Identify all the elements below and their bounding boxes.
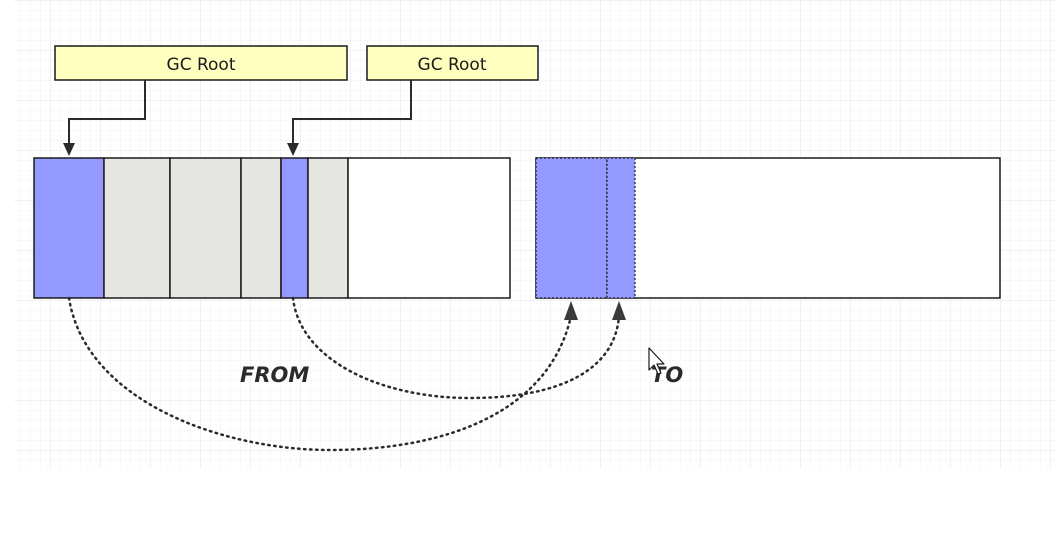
- from-block-dead-1: [103, 157, 171, 299]
- from-block-empty: [347, 157, 511, 299]
- copy-arrow-1: [67, 296, 573, 452]
- mouse-pointer-icon: [648, 347, 665, 375]
- to-block-live-1: [535, 157, 608, 299]
- gc-root-box-2: GC Root: [366, 45, 539, 81]
- from-block-dead-3: [240, 157, 282, 299]
- gc-root-label-1: GC Root: [167, 55, 236, 75]
- copy-arrow-2: [291, 296, 621, 400]
- gc-root-arrowhead-1: [63, 143, 75, 156]
- from-block-dead-2: [169, 157, 242, 299]
- from-block-dead-4: [307, 157, 349, 299]
- from-space-label: FROM: [240, 363, 309, 387]
- gc-root-reference-arrow-2: [292, 80, 412, 153]
- from-block-live-1: [33, 157, 105, 299]
- from-block-live-2: [280, 157, 309, 299]
- gc-root-reference-arrow-1: [68, 80, 146, 153]
- to-block-live-2: [606, 157, 636, 299]
- gc-root-label-2: GC Root: [418, 55, 487, 75]
- gc-root-arrowhead-2: [287, 143, 299, 156]
- to-space: [535, 157, 1001, 299]
- copy-arrowhead-1: [564, 301, 578, 320]
- copy-arrowhead-2: [612, 301, 626, 320]
- gc-root-box-1: GC Root: [54, 45, 348, 81]
- from-space: [33, 157, 511, 299]
